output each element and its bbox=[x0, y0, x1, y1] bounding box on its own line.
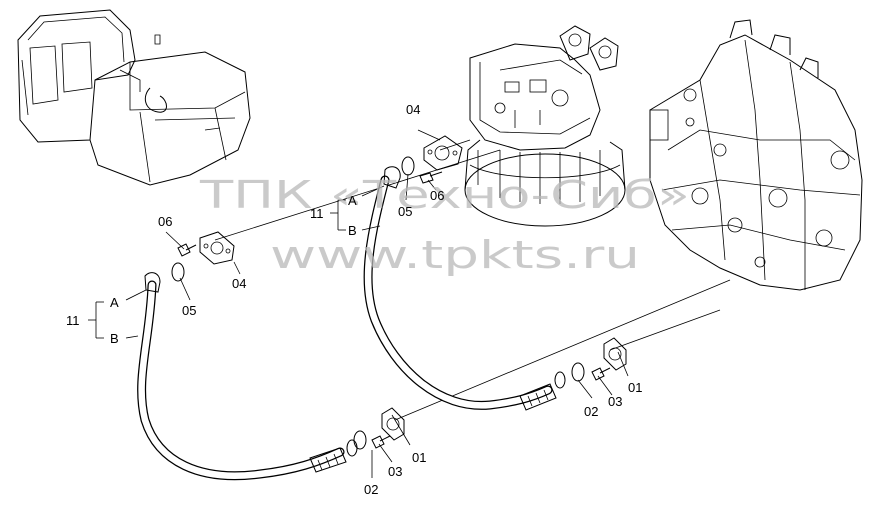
label-left-flange: 04 bbox=[232, 276, 246, 291]
flange-upper bbox=[423, 135, 463, 171]
bolt-lower-left bbox=[371, 435, 391, 449]
label-upper-hose-end-b: B bbox=[348, 223, 357, 238]
oring-lower-left bbox=[353, 430, 367, 450]
oring-lower-right bbox=[571, 362, 585, 382]
label-lower-left-bolt: 03 bbox=[388, 464, 402, 479]
label-left-hose-end-b: B bbox=[110, 331, 119, 346]
flange-left bbox=[199, 231, 235, 265]
swing-motor-illustration bbox=[464, 25, 626, 227]
bolt-lower-right bbox=[591, 367, 611, 381]
label-lower-right-bolt: 03 bbox=[608, 394, 622, 409]
oring-left bbox=[171, 262, 185, 282]
watermark-url: www.tpkts.ru bbox=[270, 233, 640, 277]
control-valve-illustration bbox=[649, 19, 863, 291]
label-lower-left-flange: 01 bbox=[412, 450, 426, 465]
bolt-left bbox=[177, 243, 197, 257]
label-left-hose-assembly: 11 bbox=[66, 313, 80, 328]
hose-upper bbox=[363, 166, 566, 411]
label-lower-right-oring: 02 bbox=[584, 404, 598, 419]
label-lower-right-flange: 01 bbox=[628, 380, 642, 395]
flange-lower-right bbox=[603, 337, 627, 371]
flange-lower-left bbox=[381, 407, 405, 441]
oring-upper bbox=[401, 156, 415, 176]
bolt-upper bbox=[419, 171, 443, 184]
label-upper-bolt: 06 bbox=[430, 188, 444, 203]
label-left-oring: 05 bbox=[182, 303, 196, 318]
label-upper-hose-end-a: A bbox=[348, 193, 357, 208]
hose-left bbox=[137, 272, 358, 481]
label-upper-flange: 04 bbox=[406, 102, 420, 117]
bracket-left bbox=[88, 289, 147, 339]
watermark-company: ТПК «Техно-Сиб» bbox=[199, 173, 690, 217]
excavator-locator-illustration bbox=[17, 9, 251, 186]
label-upper-oring: 05 bbox=[398, 204, 412, 219]
label-left-bolt: 06 bbox=[158, 214, 172, 229]
label-lower-left-oring: 02 bbox=[364, 482, 378, 497]
label-upper-hose-assembly: 11 bbox=[310, 206, 324, 221]
bracket-upper bbox=[330, 185, 385, 231]
label-left-hose-end-a: A bbox=[110, 295, 119, 310]
